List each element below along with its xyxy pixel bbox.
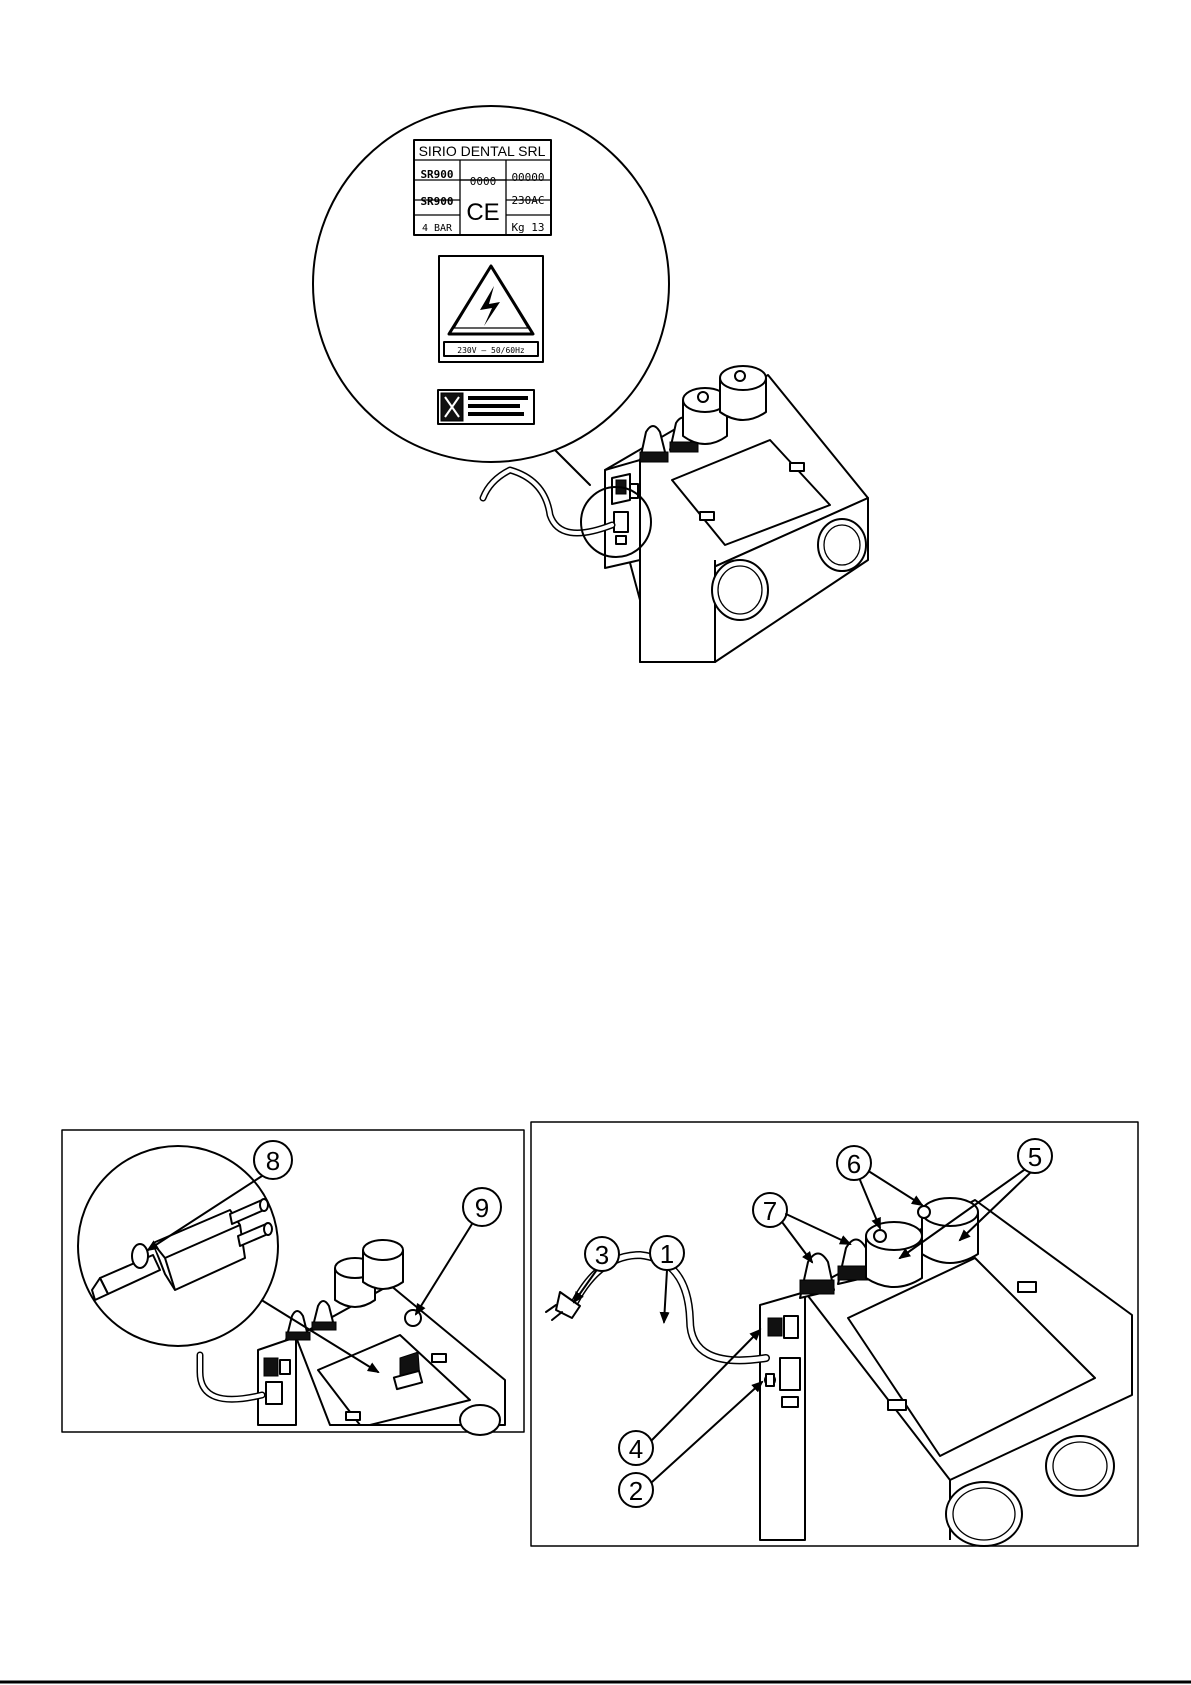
bottom-left-figure: 8 9 xyxy=(62,1130,524,1435)
nameplate-pressure: 4 BAR xyxy=(422,223,453,234)
svg-text:8: 8 xyxy=(266,1146,280,1176)
weee-label xyxy=(438,390,534,424)
nameplate-voltage: 230AC xyxy=(511,194,544,207)
callout-7: 7 xyxy=(753,1193,850,1262)
ce-mark: CE xyxy=(466,199,499,226)
nameplate-model: SR900 xyxy=(420,168,453,181)
svg-text:5: 5 xyxy=(1028,1142,1042,1172)
svg-text:2: 2 xyxy=(629,1476,643,1506)
nameplate-type: SR900 xyxy=(420,195,453,208)
nameplate-year: 0000 xyxy=(470,175,497,188)
callout-4: 4 xyxy=(619,1330,760,1465)
top-figure: SIRIO DENTAL SRL SR900 0000 00000 SR900 … xyxy=(313,106,868,662)
nameplate: SIRIO DENTAL SRL SR900 0000 00000 SR900 … xyxy=(414,140,551,235)
svg-text:9: 9 xyxy=(475,1193,489,1223)
nameplate-serial: 00000 xyxy=(511,171,544,184)
svg-text:6: 6 xyxy=(847,1149,861,1179)
electrical-warning-label: 230V – 50/60Hz xyxy=(439,256,543,362)
callout-9: 9 xyxy=(416,1188,501,1314)
svg-text:7: 7 xyxy=(763,1196,777,1226)
warning-rating-text: 230V – 50/60Hz xyxy=(457,346,525,355)
nameplate-weight: Kg 13 xyxy=(511,221,544,234)
callout-6: 6 xyxy=(837,1146,922,1228)
bottom-right-figure: 3 1 7 6 5 4 xyxy=(531,1122,1138,1546)
svg-text:3: 3 xyxy=(595,1240,609,1270)
svg-text:4: 4 xyxy=(629,1434,643,1464)
callout-3: 3 xyxy=(574,1237,619,1302)
svg-text:1: 1 xyxy=(660,1239,674,1269)
nameplate-manufacturer: SIRIO DENTAL SRL xyxy=(419,143,546,159)
